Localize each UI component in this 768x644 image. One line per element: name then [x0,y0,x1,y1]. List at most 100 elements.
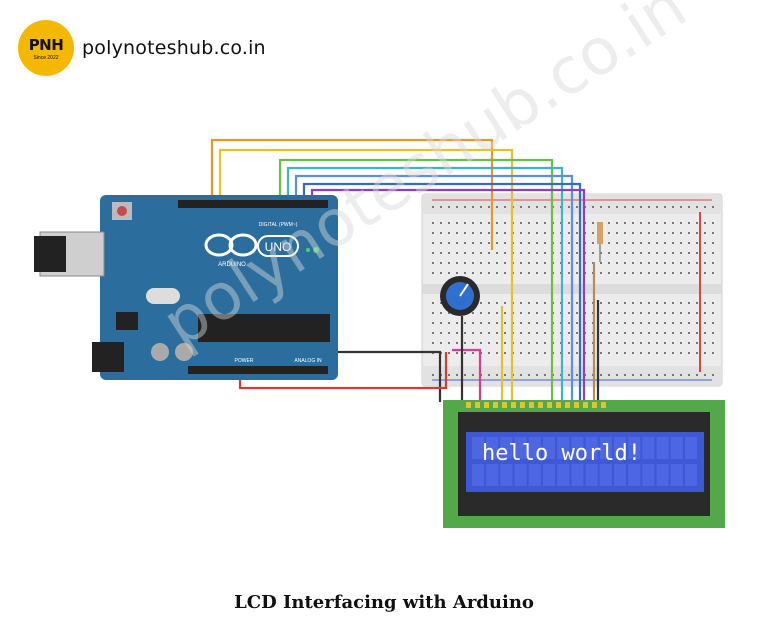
breadboard-hole [640,272,642,274]
breadboard-hole [472,232,474,234]
breadboard-hole [712,206,714,208]
breadboard-hole [528,206,530,208]
breadboard-hole [664,374,666,376]
lcd-pin [547,402,552,408]
breadboard-hole [672,262,674,264]
breadboard-hole [480,206,482,208]
breadboard-hole [712,352,714,354]
breadboard-hole [520,262,522,264]
breadboard-hole [680,352,682,354]
breadboard-hole [488,374,490,376]
breadboard-hole [464,222,466,224]
breadboard-hole [616,242,618,244]
breadboard-hole [520,332,522,334]
breadboard-hole [448,222,450,224]
breadboard-hole [680,222,682,224]
breadboard-hole [488,312,490,314]
breadboard-hole [432,262,434,264]
lcd-pin [493,402,498,408]
breadboard-hole [712,252,714,254]
breadboard-hole [712,272,714,274]
breadboard-hole [576,262,578,264]
breadboard-hole [616,222,618,224]
breadboard-hole [616,332,618,334]
lcd-char-cell [599,464,612,486]
breadboard-hole [624,322,626,324]
breadboard-hole [640,374,642,376]
breadboard-hole [448,242,450,244]
breadboard-hole [624,302,626,304]
breadboard-hole [536,374,538,376]
breadboard-hole [568,242,570,244]
breadboard-hole [448,322,450,324]
breadboard-hole [472,352,474,354]
lcd-char-cell [500,437,513,459]
breadboard-hole [480,252,482,254]
breadboard-hole [696,322,698,324]
breadboard-hole [568,322,570,324]
breadboard-hole [648,252,650,254]
lcd-char-cell [614,464,626,486]
breadboard-hole [456,352,458,354]
breadboard-hole [672,232,674,234]
lcd-char-cell [514,464,527,486]
breadboard-hole [672,272,674,274]
breadboard-hole [536,332,538,334]
breadboard-hole [632,374,634,376]
breadboard-hole [680,322,682,324]
breadboard-hole [656,252,658,254]
breadboard-hole [568,374,570,376]
breadboard-hole [528,272,530,274]
breadboard-hole [576,332,578,334]
breadboard-hole [480,272,482,274]
breadboard-hole [688,272,690,274]
breadboard-hole [672,322,674,324]
breadboard-hole [496,232,498,234]
breadboard-hole [576,272,578,274]
breadboard-hole [672,312,674,314]
lcd-char-cell [685,464,697,486]
breadboard-hole [656,262,658,264]
breadboard-hole [616,302,618,304]
breadboard-hole [440,252,442,254]
breadboard-hole [632,302,634,304]
breadboard-hole [648,342,650,344]
breadboard-hole [568,352,570,354]
breadboard-hole [448,206,450,208]
breadboard-hole [440,262,442,264]
breadboard-hole [456,232,458,234]
breadboard-hole [544,222,546,224]
breadboard-hole [640,302,642,304]
breadboard-hole [448,262,450,264]
breadboard-hole [504,272,506,274]
breadboard-hole [504,242,506,244]
site-name: polynoteshub.co.in [82,37,266,59]
breadboard-hole [704,374,706,376]
breadboard-hole [432,312,434,314]
breadboard-hole [448,342,450,344]
breadboard-hole [696,242,698,244]
breadboard-hole [520,312,522,314]
breadboard-hole [672,206,674,208]
breadboard-hole [576,302,578,304]
breadboard-hole [688,222,690,224]
breadboard-hole [696,222,698,224]
breadboard-hole [488,272,490,274]
breadboard-hole [664,332,666,334]
breadboard-hole [456,206,458,208]
breadboard-hole [528,352,530,354]
arduino-brand-label: ARDUINO [218,262,246,268]
breadboard-hole [464,332,466,334]
breadboard-hole [520,374,522,376]
breadboard-hole [544,322,546,324]
breadboard-hole [608,352,610,354]
breadboard-hole [488,206,490,208]
breadboard-hole [432,222,434,224]
breadboard-hole [536,302,538,304]
breadboard-hole [624,206,626,208]
breadboard-hole [664,312,666,314]
breadboard-hole [480,342,482,344]
breadboard-hole [536,252,538,254]
logo-subtext: Since 2022 [33,54,59,61]
lcd-char-cell [670,437,683,459]
